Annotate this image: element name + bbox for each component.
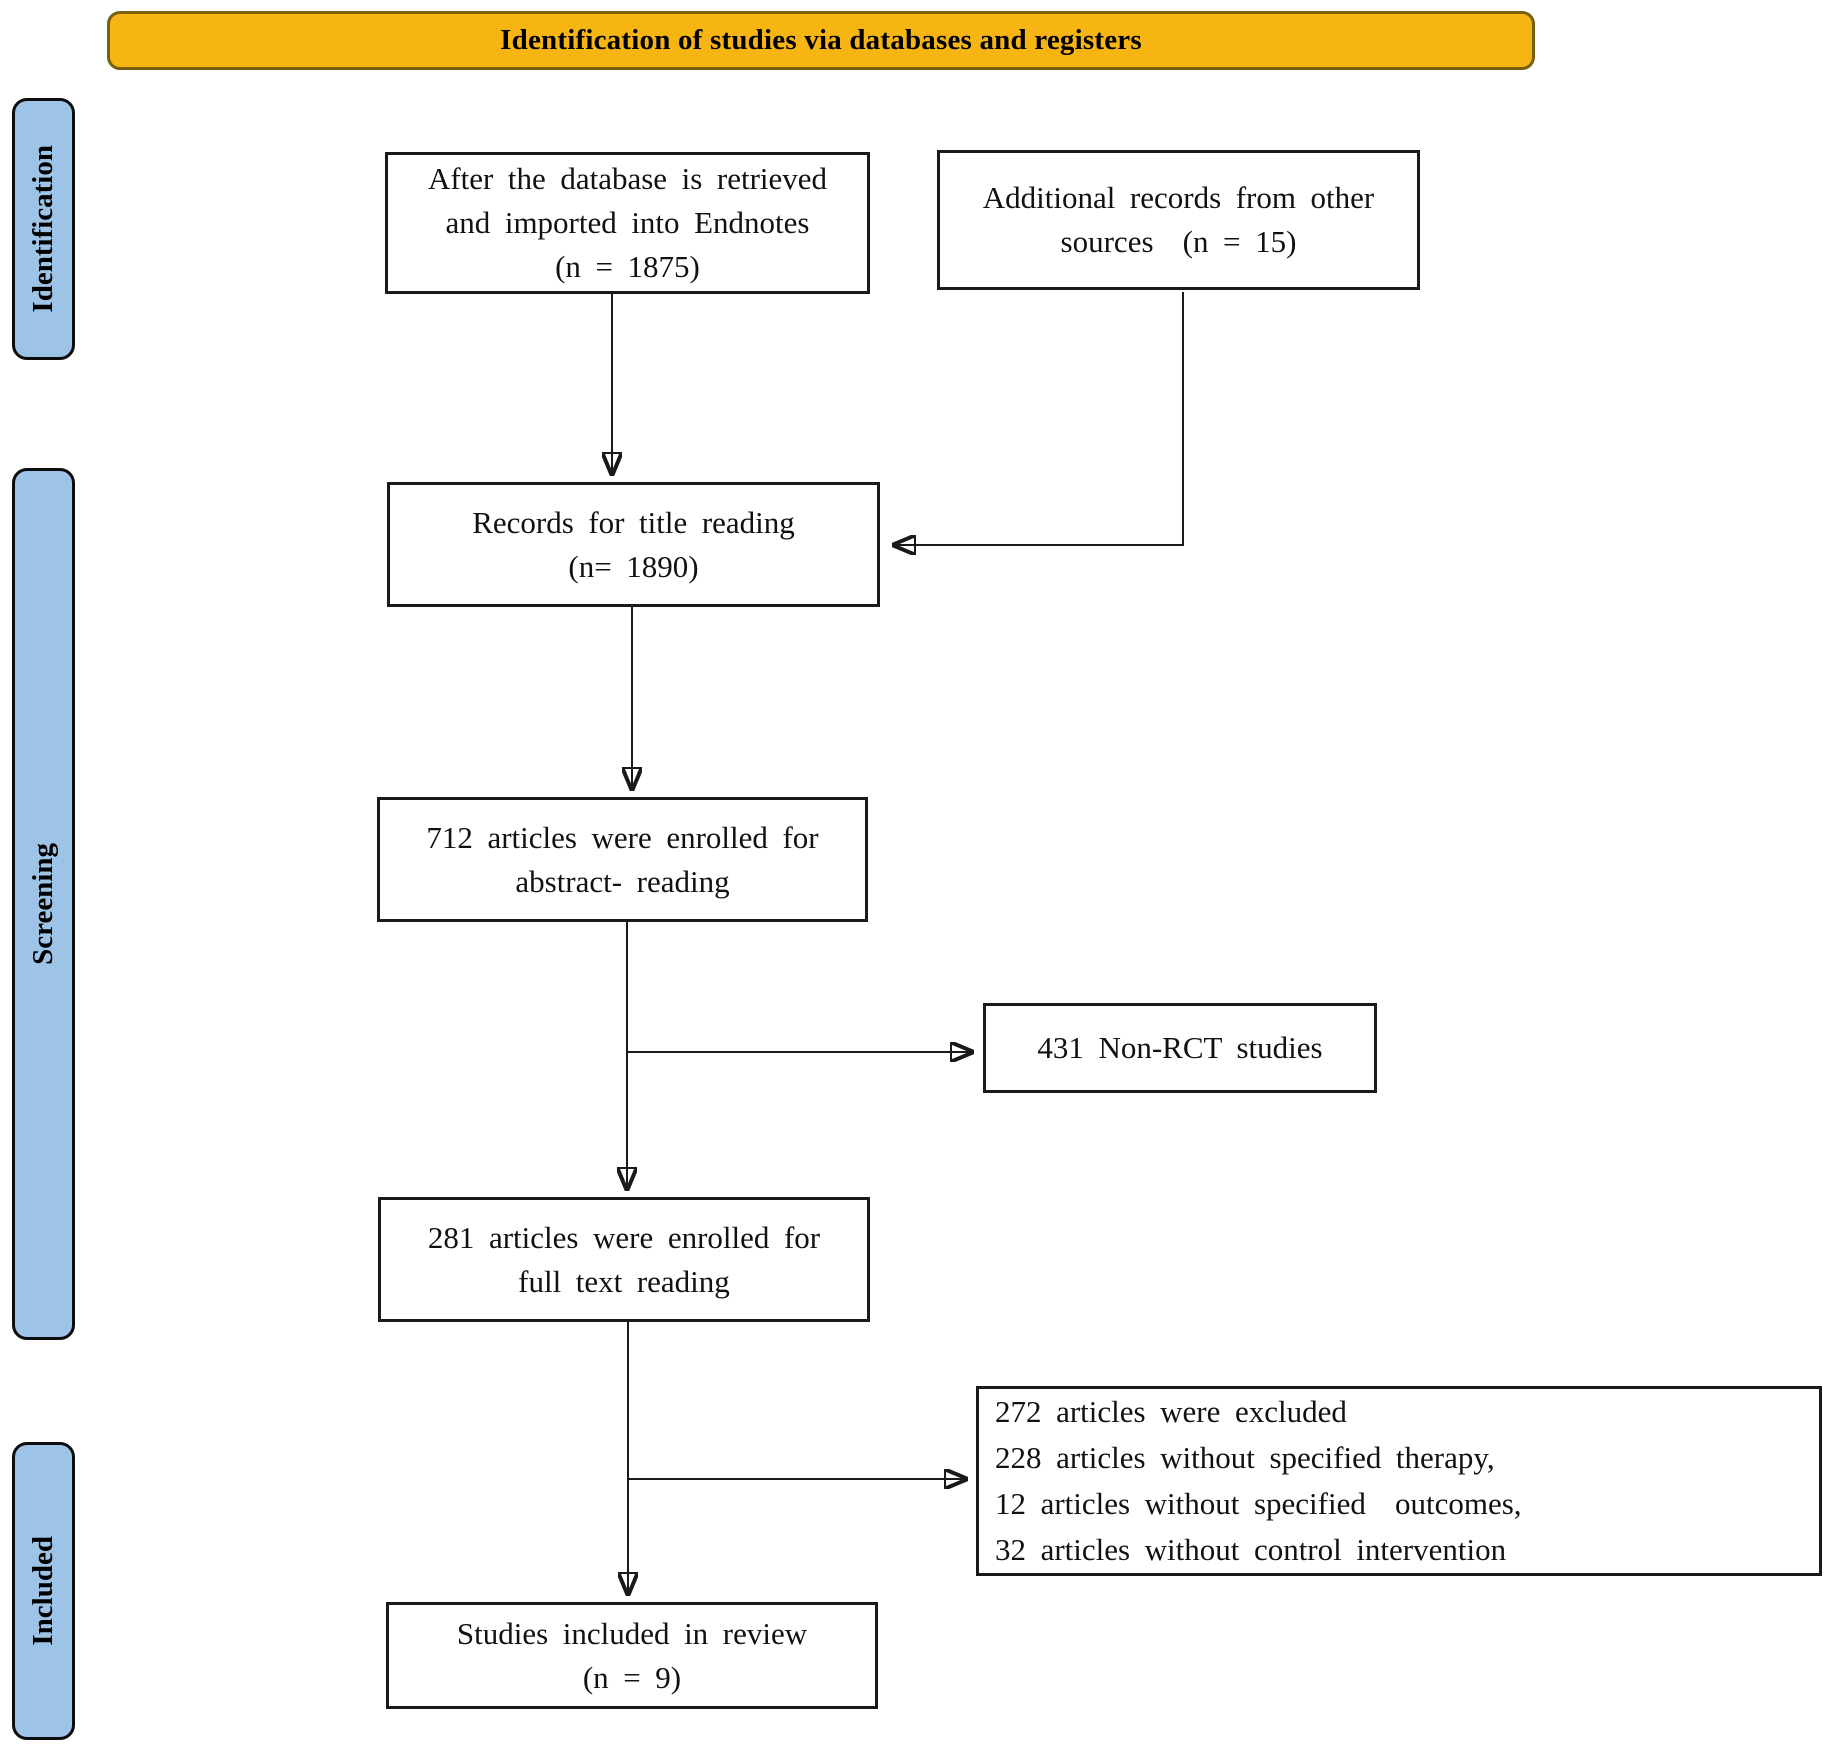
box-full-text-excluded-line-3: 12 articles without specified outcomes,	[995, 1486, 1522, 1521]
stage-bar-screening: Screening	[12, 468, 75, 1340]
box-abstract-reading-line-2: abstract- reading	[515, 863, 730, 899]
box-full-text-excluded: 272 articles were excluded 228 articles …	[976, 1386, 1822, 1576]
box-non-rct-excluded-line-1: 431 Non-RCT studies	[1037, 1030, 1323, 1065]
box-included-in-review: Studies included in review (n = 9)	[386, 1602, 878, 1709]
box-full-text-reading: 281 articles were enrolled for full text…	[378, 1197, 870, 1322]
box-title-reading-line-2: (n= 1890)	[568, 548, 699, 584]
box-full-text-excluded-line-2: 228 articles without specified therapy,	[995, 1440, 1495, 1475]
banner: Identification of studies via databases …	[107, 11, 1535, 70]
box-database-import-line-1: After the database is retrieved	[427, 161, 828, 196]
banner-title: Identification of studies via databases …	[500, 24, 1142, 56]
stage-bar-identification: Identification	[12, 98, 75, 360]
box-full-text-reading-line-1: 281 articles were enrolled for	[427, 1219, 821, 1255]
box-full-text-reading-line-2: full text reading	[518, 1263, 730, 1299]
box-included-in-review-line-1: Studies included in review	[456, 1615, 808, 1651]
box-database-import-line-3: (n = 1875)	[555, 249, 700, 284]
stage-label-screening: Screening	[27, 843, 59, 965]
box-abstract-reading: 712 articles were enrolled for abstract-…	[377, 797, 868, 922]
box-non-rct-excluded: 431 Non-RCT studies	[983, 1003, 1377, 1093]
box-database-import-line-2: and imported into Endnotes	[445, 205, 810, 240]
box-title-reading: Records for title reading (n= 1890)	[387, 482, 880, 607]
box-full-text-excluded-line-4: 32 articles without control intervention	[995, 1532, 1507, 1567]
box-full-text-excluded-line-1: 272 articles were excluded	[995, 1394, 1347, 1429]
arrow-additional-to-title-reading	[894, 292, 1184, 545]
box-additional-records-line-2: sources (n = 15)	[1060, 224, 1297, 259]
box-additional-records-line-1: Additional records from other	[982, 180, 1375, 215]
box-abstract-reading-line-1: 712 articles were enrolled for	[426, 819, 819, 855]
box-included-in-review-line-2: (n = 9)	[582, 1659, 682, 1695]
box-title-reading-line-1: Records for title reading	[472, 504, 795, 540]
stage-label-identification: Identification	[27, 145, 59, 313]
box-database-import: After the database is retrieved and impo…	[385, 152, 870, 294]
stage-bar-included: Included	[12, 1442, 75, 1740]
stage-label-included: Included	[27, 1536, 59, 1646]
box-additional-records: Additional records from other sources (n…	[937, 150, 1420, 290]
